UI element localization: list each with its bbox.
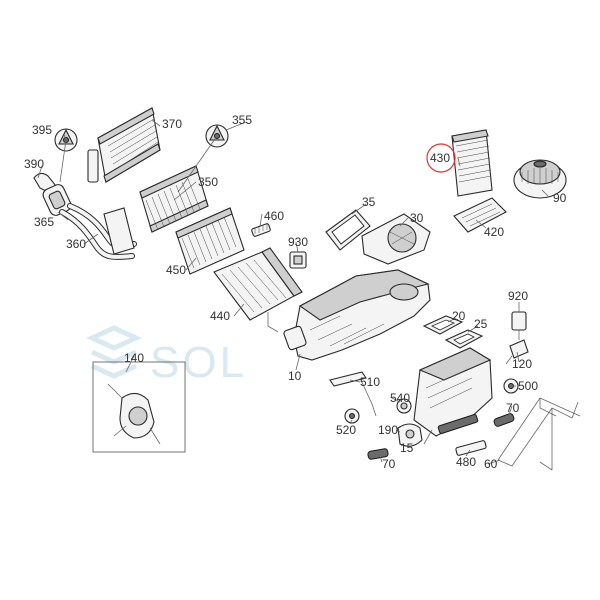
part-510-bracket-arm xyxy=(329,371,377,417)
part-15-lower-housing xyxy=(413,347,493,437)
watermark-text: SOL xyxy=(150,338,247,387)
part-25-gasket xyxy=(444,329,484,349)
watermark-logo: SOL xyxy=(85,325,247,387)
highlight-circle-430 xyxy=(426,143,456,173)
part-90-blower-motor xyxy=(513,159,567,199)
part-370-evaporator xyxy=(87,107,161,183)
part-420-blower-resistor xyxy=(453,197,507,233)
part-365-seal-plate xyxy=(42,184,72,216)
callout-90: 90 xyxy=(553,191,567,205)
callout-labels: 395 370 355 390 365 360 350 460 930 450 … xyxy=(24,113,567,471)
part-540-bushing xyxy=(396,398,412,414)
callout-355: 355 xyxy=(232,113,252,127)
part-140-inset-panel xyxy=(92,361,186,453)
part-450-heater-element xyxy=(175,207,245,275)
callout-450: 450 xyxy=(166,263,186,277)
part-70-sensor-upper xyxy=(493,413,515,427)
callout-510: 510 xyxy=(360,375,380,389)
part-480-clip-strip xyxy=(455,440,487,456)
part-460-sensor xyxy=(251,223,271,237)
callout-120: 120 xyxy=(512,357,532,371)
callout-350: 350 xyxy=(198,175,218,189)
part-500-plug xyxy=(503,378,519,394)
callout-920: 920 xyxy=(508,289,528,303)
callout-395: 395 xyxy=(32,123,52,137)
part-440-housing-cover xyxy=(213,247,303,333)
part-355-clip xyxy=(205,124,229,148)
part-70-sensor-lower xyxy=(367,448,389,460)
part-60-mounting-frame xyxy=(497,397,581,471)
callout-25: 25 xyxy=(474,317,488,331)
callout-930: 930 xyxy=(288,235,308,249)
callout-365: 365 xyxy=(34,215,54,229)
part-30-blower-cover xyxy=(361,213,431,265)
part-35-seal-frame xyxy=(325,209,371,251)
callout-460: 460 xyxy=(264,209,284,223)
callout-70-lower: 70 xyxy=(382,457,396,471)
callout-15: 15 xyxy=(400,441,414,455)
callout-10: 10 xyxy=(288,369,302,383)
leader-lines xyxy=(37,119,549,465)
callout-360: 360 xyxy=(66,237,86,251)
part-120-actuator-lever xyxy=(505,339,529,365)
callout-30: 30 xyxy=(410,211,424,225)
callout-390: 390 xyxy=(24,157,44,171)
part-20-gasket xyxy=(422,315,464,335)
callout-140: 140 xyxy=(124,351,144,365)
part-350-heater-core xyxy=(139,165,209,233)
part-520-grommet xyxy=(344,408,360,424)
part-190-actuator xyxy=(397,423,423,447)
callout-20: 20 xyxy=(452,309,466,323)
callout-540: 540 xyxy=(390,391,410,405)
callout-60: 60 xyxy=(484,457,498,471)
callout-420: 420 xyxy=(484,225,504,239)
part-360-refrigerant-pipes xyxy=(59,203,137,260)
callout-190: 190 xyxy=(378,423,398,437)
callout-500: 500 xyxy=(518,379,538,393)
part-920-connector xyxy=(511,311,527,340)
callout-370: 370 xyxy=(162,117,182,131)
callout-480: 480 xyxy=(456,455,476,469)
callout-440: 440 xyxy=(210,309,230,323)
part-430-cabin-filter xyxy=(451,129,493,197)
callout-520: 520 xyxy=(336,423,356,437)
part-10-hvac-housing xyxy=(283,269,431,361)
callout-430: 430 xyxy=(430,151,450,165)
callout-70-upper: 70 xyxy=(506,401,520,415)
callout-35: 35 xyxy=(362,195,376,209)
part-930-sensor xyxy=(289,251,307,269)
